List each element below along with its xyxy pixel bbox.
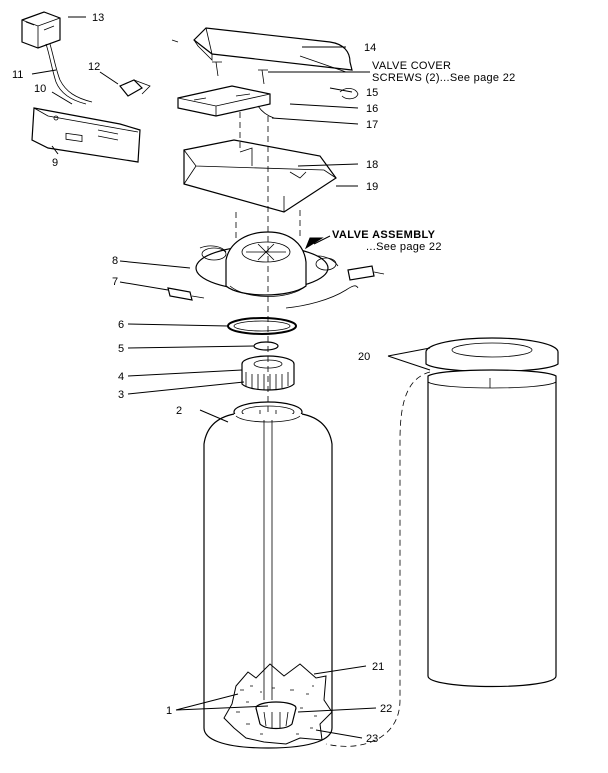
callout-5: 5 [118, 343, 124, 355]
alignment-guides [235, 112, 431, 747]
callout-15: 15 [366, 87, 378, 99]
part-4-distributor [241, 355, 295, 391]
callout-21: 21 [372, 661, 384, 673]
part-20-tank-jacket [425, 337, 559, 688]
callout-22: 22 [380, 703, 392, 715]
callout-2: 2 [176, 405, 182, 417]
callout-20: 20 [358, 351, 370, 363]
part-14-valve-cover [171, 27, 353, 73]
callout-19: 19 [366, 181, 378, 193]
callout-11: 11 [12, 69, 23, 81]
part-12-clip [119, 79, 151, 97]
part-9-faceplate [31, 107, 141, 163]
part-6-o-ring [227, 317, 297, 335]
callout-labels: 13 14 11 12 10 15 16 17 9 18 19 8 7 6 5 … [12, 12, 392, 745]
callout-8: 8 [112, 255, 118, 267]
callout-12: 12 [88, 61, 100, 73]
callout-13: 13 [92, 12, 104, 24]
valve-cover-screws [212, 61, 268, 85]
callout-1: 1 [166, 705, 172, 717]
part-13-transformer [21, 11, 93, 105]
part-15-clip [339, 88, 359, 100]
callout-6: 6 [118, 319, 124, 331]
valve-assembly [167, 231, 385, 309]
part-5-small-o-ring [253, 341, 279, 351]
valve-cover-note-line2: SCREWS (2)...See page 22 [372, 72, 516, 84]
callout-17: 17 [366, 119, 378, 131]
valve-cover-note-line1: VALVE COVER [372, 60, 451, 72]
callout-16: 16 [366, 103, 378, 115]
callout-7: 7 [112, 276, 118, 288]
callout-23: 23 [366, 733, 378, 745]
callout-4: 4 [118, 371, 124, 383]
part-2-resin-tank [203, 401, 333, 749]
callout-18: 18 [366, 159, 378, 171]
callout-9: 9 [52, 157, 58, 169]
text-notes: VALVE COVER SCREWS (2)...See page 22 VAL… [332, 60, 516, 253]
callout-10: 10 [34, 83, 46, 95]
callout-3: 3 [118, 389, 124, 401]
part-19-base-cover [183, 139, 337, 213]
part-17-bracket [177, 85, 275, 119]
leader-lines [31, 16, 431, 739]
callout-14: 14 [364, 42, 376, 54]
valve-assembly-note-line1: VALVE ASSEMBLY [332, 229, 436, 241]
valve-assembly-note-line2: ...See page 22 [366, 241, 442, 253]
